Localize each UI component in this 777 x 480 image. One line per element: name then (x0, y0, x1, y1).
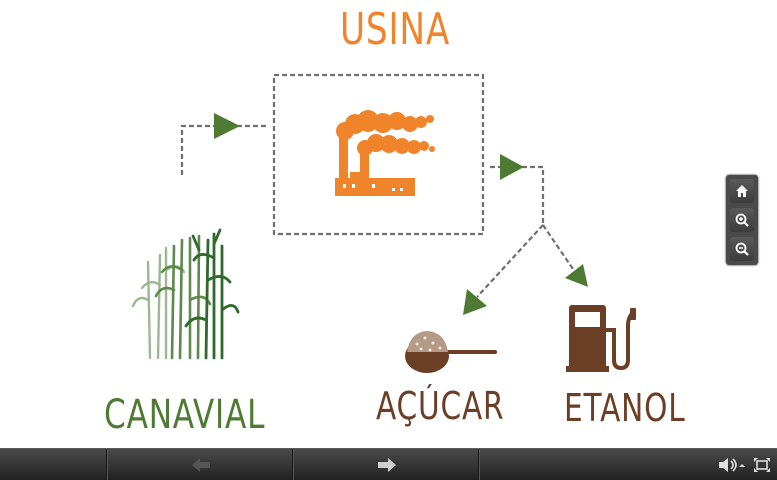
zoom-controls (726, 175, 758, 265)
label-acucar: AÇÚCAR (376, 384, 505, 428)
zoom-out-button[interactable] (730, 237, 754, 261)
home-button[interactable] (730, 179, 754, 203)
factory-icon (335, 110, 435, 196)
output-connector (490, 165, 545, 225)
label-canavial: CANAVIAL (104, 392, 266, 438)
process-diagram (131, 73, 636, 373)
sound-icon (719, 457, 745, 472)
zoom-in-button[interactable] (730, 208, 754, 232)
zoom-out-icon (735, 242, 749, 256)
branch-acucar (476, 224, 544, 298)
next-button[interactable] (372, 452, 402, 477)
arrow-head-output (500, 154, 524, 180)
arrow-head-acucar (463, 289, 487, 315)
fullscreen-icon (754, 457, 770, 472)
arrow-head-input (214, 113, 240, 139)
toolbar-divider (292, 449, 294, 480)
toolbar-divider (478, 449, 480, 480)
fullscreen-button[interactable] (750, 452, 774, 477)
sugarcane-icon (131, 228, 240, 360)
arrow-head-etanol (565, 264, 588, 287)
previous-button[interactable] (186, 452, 216, 477)
arrow-left-icon (192, 457, 210, 472)
usina-box (272, 73, 485, 236)
presentation-toolbar (0, 448, 777, 480)
presentation-canvas: USINA CANAVIAL AÇÚCAR ETANOL (104, 4, 758, 438)
diagram-title: USINA (340, 4, 451, 55)
fuel-pump-icon (566, 305, 636, 372)
label-etanol: ETANOL (564, 386, 686, 430)
home-icon (736, 185, 748, 197)
branch-etanol (542, 224, 576, 273)
arrow-right-icon (378, 457, 396, 472)
sugar-spoon-icon (405, 331, 497, 373)
toolbar-divider (106, 449, 108, 480)
zoom-in-icon (735, 213, 749, 227)
factory-windows (343, 184, 403, 191)
sound-button[interactable] (716, 452, 746, 477)
